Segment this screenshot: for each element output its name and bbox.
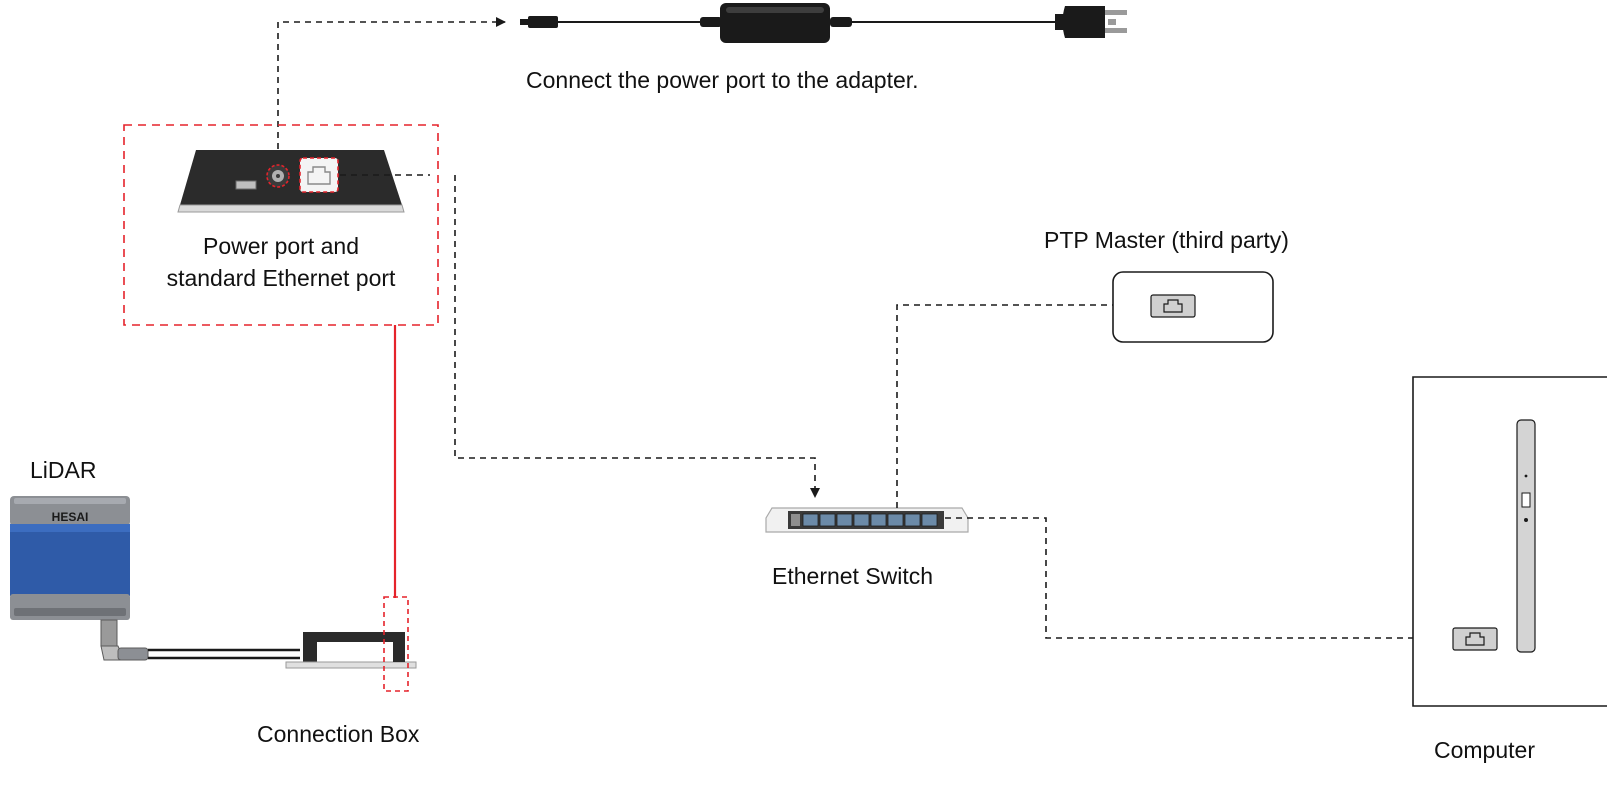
ports-highlight-box [123, 124, 439, 326]
computer-label: Computer [1434, 737, 1535, 763]
lidar-label: LiDAR [30, 457, 97, 483]
plug-icon [1055, 6, 1127, 38]
ptp-master-label: PTP Master (third party) [1044, 227, 1289, 253]
ethernet-port-icon [1150, 294, 1196, 318]
lidar-brand-text: HESAI [52, 510, 89, 524]
connection-box-ports-view [177, 150, 405, 213]
connection-box-device [285, 632, 417, 669]
ptp-dashed-line [896, 300, 1141, 508]
ports-caption-line-1: Power port and [203, 233, 359, 259]
ethernet-dashed-line-to-switch [340, 174, 815, 497]
connection-box-port-highlight [383, 596, 409, 692]
power-dashed-line [277, 17, 506, 160]
ethernet-switch-device [765, 507, 969, 533]
computer-device [1412, 376, 1607, 707]
power-adapter-icon [520, 3, 1062, 43]
ethernet-port-icon [1452, 627, 1498, 651]
power-adapter-caption: Connect the power port to the adapter. [526, 67, 919, 93]
connection-box-label: Connection Box [257, 721, 420, 747]
lidar-device [10, 496, 300, 661]
power-jack-icon [266, 164, 290, 188]
usb-port-icon [235, 180, 257, 190]
ports-caption-line-2: standard Ethernet port [166, 265, 396, 291]
optical-drive-slot [1516, 419, 1536, 653]
ethernet-port-icon [299, 157, 339, 193]
computer-dashed-line [945, 517, 1441, 643]
ethernet-switch-label: Ethernet Switch [772, 563, 934, 589]
